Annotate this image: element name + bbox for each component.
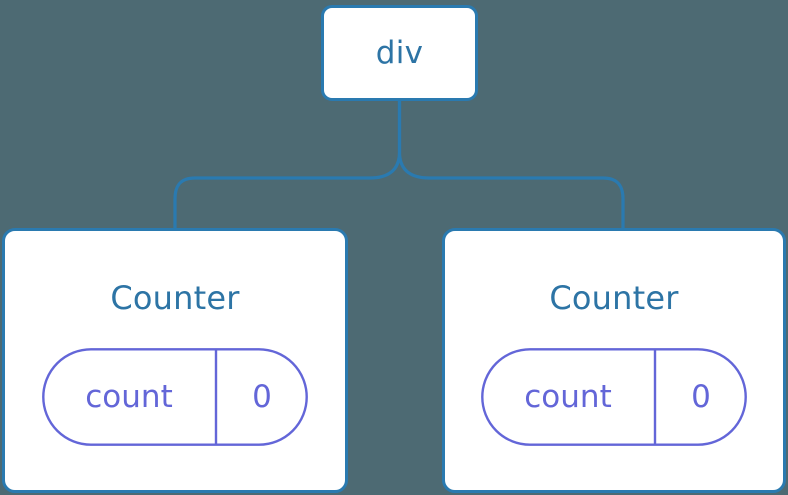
state-value-counter-0: 0	[252, 378, 272, 415]
node-counter-1[interactable]: Counter count 0	[442, 228, 786, 493]
state-key-counter-1: count	[524, 378, 612, 415]
state-key-counter-0: count	[85, 378, 173, 415]
state-pill-shape-0	[42, 348, 308, 446]
node-counter-0-label: Counter	[110, 279, 240, 317]
edge-root-to-counter-0	[173, 98, 402, 230]
state-value-counter-1: 0	[691, 378, 711, 415]
node-div[interactable]: div	[321, 5, 478, 101]
state-pill-shape-1	[481, 348, 747, 446]
node-div-label: div	[375, 34, 424, 71]
node-counter-0[interactable]: Counter count 0	[2, 228, 348, 493]
edge-root-to-counter-1	[397, 98, 625, 230]
node-counter-1-label: Counter	[549, 279, 679, 317]
state-pill-counter-0[interactable]: count 0	[42, 348, 308, 446]
state-pill-counter-1[interactable]: count 0	[481, 348, 747, 446]
